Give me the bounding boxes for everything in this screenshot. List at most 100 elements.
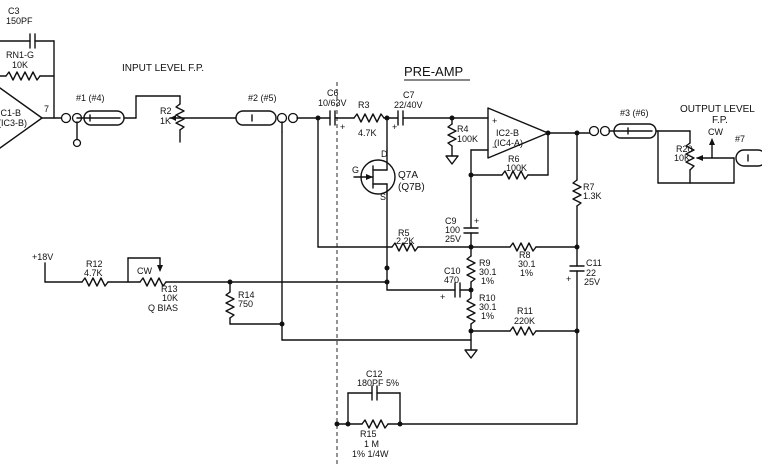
r12-resistor — [81, 277, 129, 287]
connector-1-label: #1 (#4) — [76, 93, 105, 103]
r6-resistor — [470, 130, 551, 180]
r3-value: 4.7K — [358, 128, 377, 138]
rn1-resistor — [0, 40, 55, 119]
svg-text:+: + — [492, 116, 497, 126]
r14-value: 750 — [238, 299, 253, 309]
q-bias-label: Q BIAS — [148, 303, 178, 313]
r20-label: R20 — [676, 144, 693, 154]
r13-value: 10K — [162, 293, 178, 303]
input-level-label: INPUT LEVEL F.P. — [122, 63, 204, 74]
q7-drain-label: D — [381, 149, 388, 159]
connector-1-coax — [60, 110, 125, 148]
r2-value: 1K — [160, 116, 171, 126]
c9-capacitor: + — [463, 172, 479, 250]
r5-resistor — [317, 117, 472, 252]
c11-value-2: 25V — [584, 277, 600, 287]
supply-18v — [44, 262, 83, 283]
c10-value: 470 — [444, 275, 459, 285]
r10-value: 30.1 — [479, 302, 497, 312]
r9-resistor — [466, 246, 476, 293]
c12-capacitor — [347, 385, 401, 425]
c9-label: C9 — [445, 216, 457, 226]
r20-potentiometer — [655, 130, 762, 184]
cw-label-bias: CW — [137, 266, 152, 276]
q7-alt-label: (Q7B) — [398, 182, 425, 193]
r15-label: R15 — [360, 429, 377, 439]
q7-jfet — [353, 115, 396, 195]
r9-tolerance: 1% — [481, 276, 494, 286]
r2-label: R2 — [160, 106, 172, 116]
connector-3-label: #3 (#6) — [620, 108, 649, 118]
output-fp-label: F.P. — [712, 115, 728, 126]
r11-label: R11 — [517, 306, 533, 316]
r15-value: 1 M — [364, 439, 379, 449]
r6-value: 100K — [506, 163, 527, 173]
r7-resistor — [572, 132, 582, 250]
r14-resistor — [225, 279, 388, 325]
r8-resistor — [470, 242, 578, 252]
connector-3-coax — [574, 123, 657, 139]
c11-capacitor: + — [566, 246, 585, 334]
r15-resistor — [334, 330, 578, 429]
r4-value: 100K — [457, 134, 478, 144]
r3-resistor — [353, 113, 399, 123]
c3-value: 150PF — [6, 16, 33, 26]
ic2-opamp: + − — [470, 107, 591, 159]
r8-value: 30.1 — [518, 259, 536, 269]
c10-label: C10 — [444, 266, 461, 276]
r10-resistor — [464, 289, 478, 359]
c6-label: C6 — [327, 88, 339, 98]
r5-value: 2.2K — [396, 236, 415, 246]
svg-text:+: + — [440, 292, 445, 302]
q7-label: Q7A — [398, 170, 418, 181]
connector-2-coax — [235, 110, 319, 133]
connector-7-label: #7 — [735, 134, 745, 144]
rn1-label: RN1-G — [6, 50, 34, 60]
ic2-label: IC2-B — [496, 128, 519, 138]
r5-label: R5 — [398, 228, 410, 238]
svg-text:+: + — [566, 274, 571, 284]
c7-label: C7 — [403, 90, 415, 100]
c10-capacitor: + — [384, 193, 472, 302]
c9-value-2: 25V — [445, 234, 461, 244]
c11-value-1: 22 — [586, 268, 596, 278]
connector-2-label: #2 (#5) — [248, 93, 277, 103]
r6-label: R6 — [508, 154, 520, 164]
r15-rating: 1% 1/4W — [352, 449, 389, 459]
r12-value: 4.7K — [84, 268, 103, 278]
svg-text:−: − — [492, 142, 497, 152]
svg-text:+: + — [392, 122, 397, 132]
r2-potentiometer — [123, 95, 237, 143]
r9-value: 30.1 — [479, 267, 497, 277]
r10-label: R10 — [479, 293, 496, 303]
c3-capacitor — [0, 33, 55, 49]
q7-gate-label: G — [352, 165, 359, 175]
r12-label: R12 — [86, 259, 103, 269]
r7-label: R7 — [583, 182, 595, 192]
r4-label: R4 — [457, 124, 469, 134]
r11-value: 220K — [514, 316, 535, 326]
svg-text:+: + — [340, 122, 345, 132]
r13-potentiometer — [127, 257, 231, 287]
c12-label: C12 — [366, 369, 383, 379]
c6-capacitor: + — [315, 110, 355, 132]
schematic-title: PRE-AMP — [404, 64, 463, 79]
cw-label-output: CW — [708, 127, 723, 137]
r9-label: R9 — [479, 258, 491, 268]
ic1-pin-label: 7 — [44, 104, 49, 114]
c9-value-1: 100 — [445, 225, 460, 235]
r20-value: 10K — [674, 153, 690, 163]
c11-label: C11 — [586, 258, 602, 268]
svg-text:+: + — [474, 216, 479, 226]
ic2-alt-label: (IC4-A) — [494, 138, 523, 148]
ground-rail — [229, 131, 472, 341]
rn1-value: 10K — [12, 60, 28, 70]
output-level-label: OUTPUT LEVEL — [680, 104, 755, 115]
c6-value: 10/63V — [318, 98, 347, 108]
q7-source-label: S — [380, 192, 386, 202]
r13-label: R13 — [161, 284, 178, 294]
ic1-alt-label: (IC3-B) — [0, 118, 27, 128]
c3-label: C3 — [8, 6, 20, 16]
r10-tolerance: 1% — [481, 311, 494, 321]
